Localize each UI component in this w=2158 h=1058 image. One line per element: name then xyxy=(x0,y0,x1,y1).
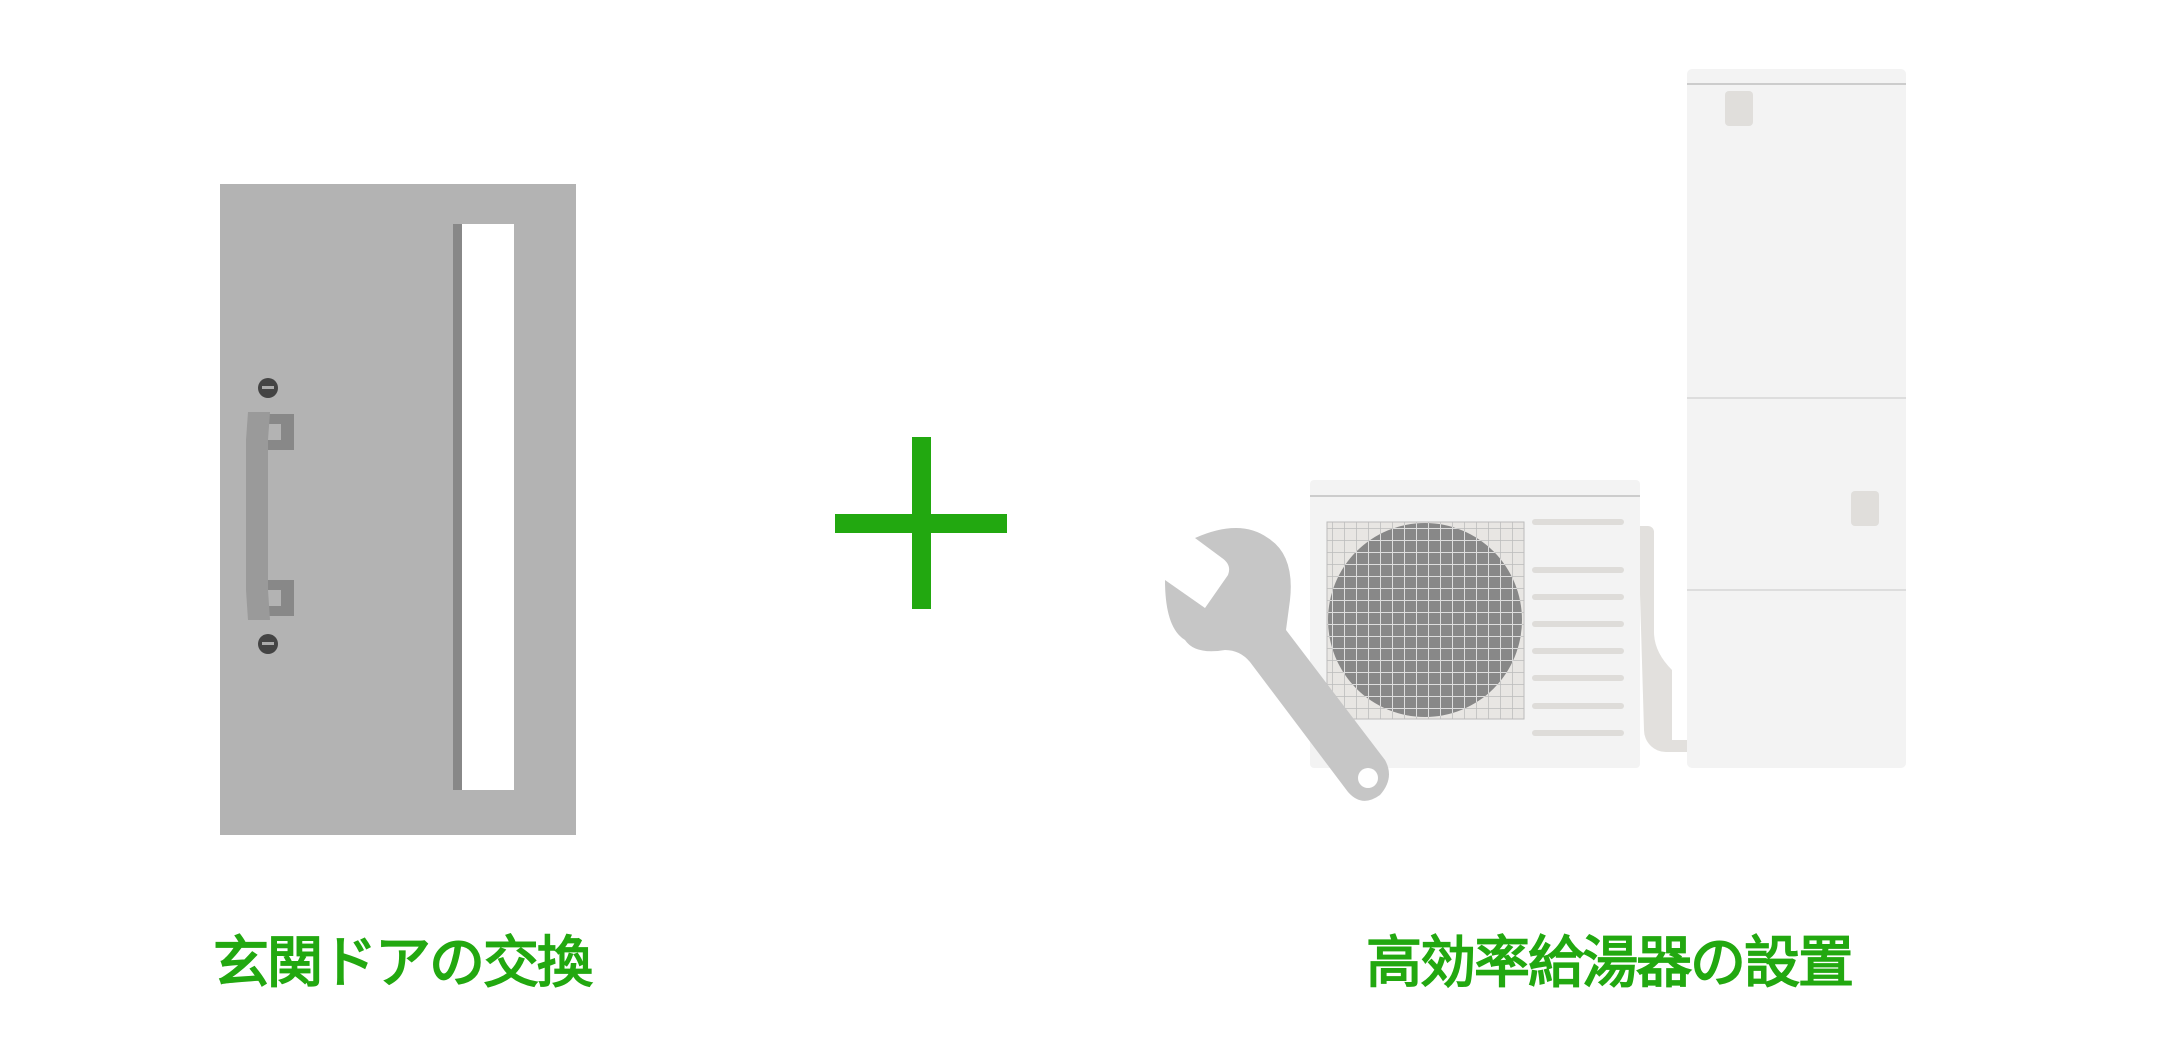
door-icon xyxy=(220,184,576,835)
plus-icon xyxy=(835,437,1007,609)
hot-water-tank-icon xyxy=(1687,69,1906,768)
heat-pump-unit-icon xyxy=(1310,480,1688,768)
wrench-icon xyxy=(1165,528,1389,801)
water-heater-installation-label: 高効率給湯器の設置 xyxy=(1366,931,1854,996)
door-replacement-label: 玄関ドアの交換 xyxy=(213,931,593,996)
